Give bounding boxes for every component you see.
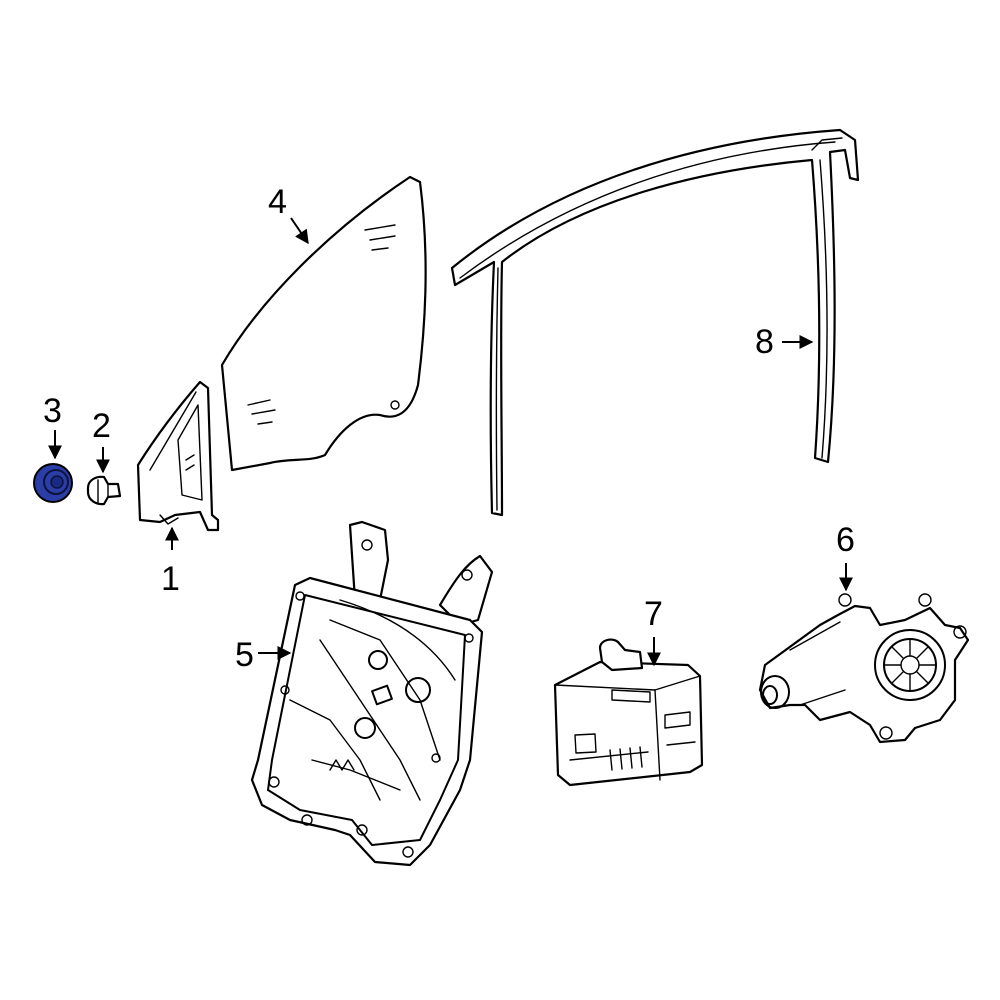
door-control-module[interactable] (553, 638, 704, 787)
callout-3: 3 (43, 392, 62, 430)
callout-6: 6 (836, 521, 855, 559)
callout-4: 4 (268, 183, 287, 221)
callout-arrow-4 (290, 217, 309, 245)
vent-glass-quarter-window[interactable] (136, 380, 220, 532)
grommet-highlighted[interactable] (33, 463, 73, 503)
window-motor[interactable] (758, 593, 970, 744)
callout-5: 5 (235, 636, 254, 674)
callout-8: 8 (755, 323, 774, 361)
bolt-stud[interactable] (86, 475, 122, 506)
callout-7: 7 (644, 595, 663, 633)
callout-1: 1 (161, 560, 180, 598)
door-frame-channel[interactable] (450, 128, 860, 517)
door-window-glass[interactable] (220, 175, 427, 472)
window-regulator[interactable] (250, 520, 494, 867)
callout-2: 2 (92, 407, 111, 445)
